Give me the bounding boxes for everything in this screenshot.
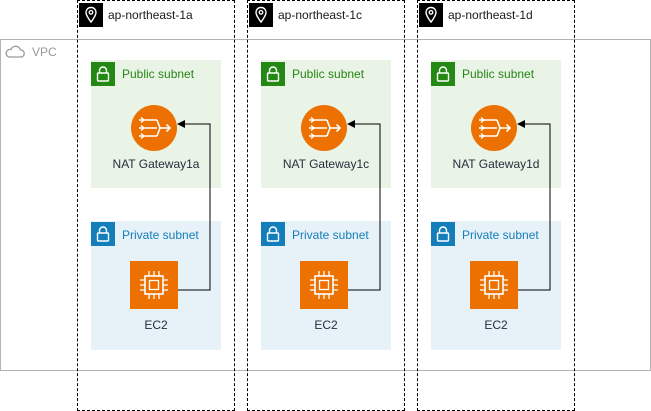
cloud-icon [5, 45, 25, 58]
map-pin-icon [79, 3, 103, 27]
nat-gateway-icon [301, 105, 347, 151]
map-pin-icon [249, 3, 273, 27]
private-subnet-label-1a: Private subnet [122, 228, 199, 242]
lock-icon [261, 222, 285, 246]
vpc-label: VPC [32, 45, 57, 59]
ec2-label-1c: EC2 [314, 318, 338, 332]
ec2-instance-icon [300, 261, 348, 309]
public-subnet-label-1a: Public subnet [122, 67, 195, 81]
lock-icon [91, 62, 115, 86]
nat-gateway-label-1d: NAT Gateway1d [452, 157, 540, 171]
ec2-instance-icon [470, 261, 518, 309]
ec2-instance-icon [130, 261, 178, 309]
nat-gateway-label-1c: NAT Gateway1c [282, 157, 370, 171]
private-subnet-label-1d: Private subnet [462, 228, 539, 242]
nat-gateway-icon [471, 105, 517, 151]
az-label-1a: ap-northeast-1a [108, 8, 193, 22]
az-label-1c: ap-northeast-1c [278, 8, 363, 22]
public-subnet-label-1d: Public subnet [462, 67, 535, 81]
nat-gateway-label-1a: NAT Gateway1a [112, 157, 200, 171]
private-subnet-label-1c: Private subnet [292, 228, 369, 242]
lock-icon [261, 62, 285, 86]
lock-icon [431, 62, 455, 86]
az-label-1d: ap-northeast-1d [448, 8, 533, 22]
public-subnet-label-1c: Public subnet [292, 67, 365, 81]
lock-icon [91, 222, 115, 246]
ec2-label-1d: EC2 [484, 318, 508, 332]
ec2-label-1a: EC2 [144, 318, 168, 332]
map-pin-icon [419, 3, 443, 27]
lock-icon [431, 222, 455, 246]
nat-gateway-icon [131, 105, 177, 151]
